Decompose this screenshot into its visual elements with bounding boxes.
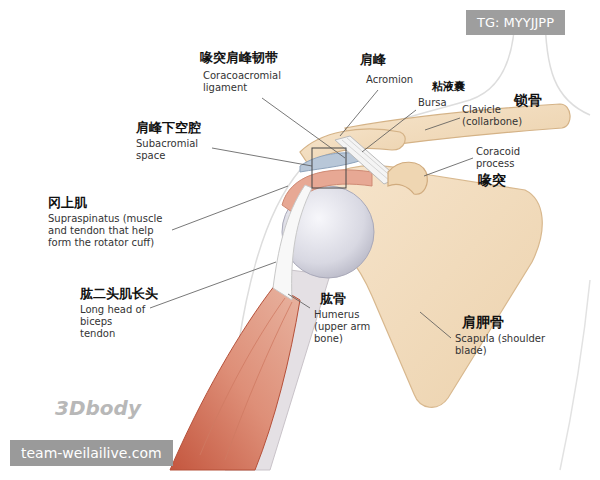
english-label: Bursa	[418, 97, 447, 109]
leader-line	[212, 148, 312, 166]
muscle-fibres	[200, 298, 292, 460]
watermark-text: 3Dbody	[55, 396, 141, 420]
chinese-label: 喙突	[478, 172, 506, 189]
leader-line	[362, 110, 416, 152]
english-label: Acromion	[366, 74, 413, 86]
watermark-text: TG: MYYJJPP	[477, 15, 554, 30]
biceps-tendon	[273, 185, 312, 300]
chinese-label: 肩峰	[360, 52, 386, 68]
english-label: Coracoid process	[476, 146, 532, 170]
watermark-text: team-weilailive.com	[21, 445, 162, 461]
leader-line	[172, 186, 288, 230]
coracoid-process	[388, 162, 427, 194]
english-label: Supraspinatus (muscle and tendon that he…	[48, 213, 170, 249]
chinese-label: 冈上肌	[48, 195, 87, 211]
leader-line	[420, 312, 451, 338]
torso-outline	[560, 280, 590, 470]
english-label: Coracoacromial ligament	[203, 70, 285, 94]
chinese-label: 肩峰下空腔	[136, 120, 201, 136]
chinese-label: 粘液囊	[432, 80, 465, 93]
chinese-label: 肱骨	[320, 291, 346, 307]
leader-line	[150, 262, 276, 308]
watermark-box: TG: MYYJJPP	[466, 10, 565, 35]
leader-line	[288, 294, 310, 308]
ligament-fibres	[342, 138, 394, 181]
english-label: Subacromial space	[136, 138, 210, 162]
leader-line	[262, 98, 345, 158]
english-label: Humerus (upper arm bone)	[314, 309, 386, 345]
chinese-label: 肩胛骨	[462, 314, 504, 331]
watermark-box: team-weilailive.com	[10, 440, 173, 466]
chinese-label: 肱二头肌长头	[80, 286, 158, 302]
biceps-muscle	[170, 285, 300, 470]
english-label: Long head of biceps tendon	[80, 304, 150, 340]
chinese-label: 喙突肩峰韧带	[200, 50, 278, 66]
leader-line	[340, 90, 378, 136]
english-label: Scapula (shoulder blade)	[455, 333, 575, 357]
chinese-label: 锁骨	[514, 92, 542, 109]
subacromial-bracket	[312, 148, 346, 188]
leader-line	[425, 118, 460, 130]
leader-line	[424, 158, 473, 176]
